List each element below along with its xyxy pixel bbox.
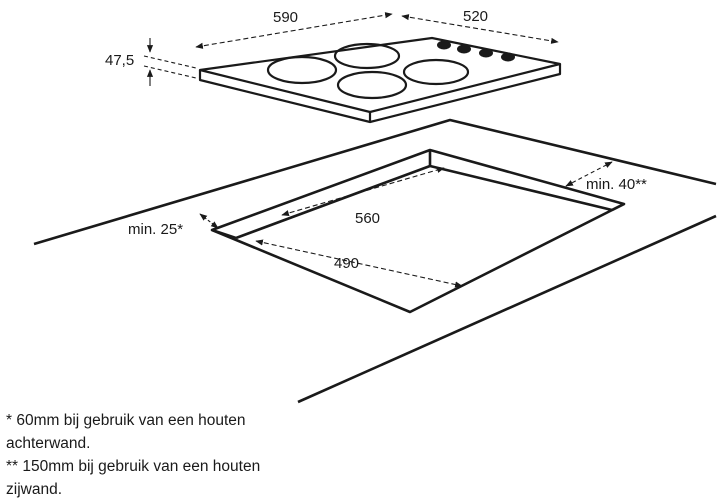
cooking-zone-front-left xyxy=(266,55,338,85)
cutout-inner-corner-left xyxy=(211,228,237,240)
cutout-outline xyxy=(210,148,626,314)
footnote-line: ** 150mm bij gebruik van een houten xyxy=(6,458,261,475)
worktop-back-edge xyxy=(33,118,717,246)
cutout-inner-corner-right xyxy=(611,202,625,212)
dimension-hob-height: 47,5 xyxy=(105,38,197,86)
cutout-width-label: 560 xyxy=(355,210,380,227)
cooking-zone-front xyxy=(336,70,408,100)
footnote-line: achterwand. xyxy=(6,435,91,452)
cooking-zone-right xyxy=(402,58,470,86)
knob-icon xyxy=(479,48,493,58)
hob xyxy=(198,36,562,124)
footnote-line: * 60mm bij gebruik van een houten xyxy=(6,412,246,429)
dimension-cutout-depth: 490 xyxy=(255,239,463,288)
dimension-hob-width: 590 xyxy=(195,9,393,49)
footnote-line: zijwand. xyxy=(6,481,62,498)
knob-icon xyxy=(457,44,471,54)
dimension-hob-depth: 520 xyxy=(401,8,559,44)
hob-side-edge xyxy=(369,64,562,124)
hob-height-label: 47,5 xyxy=(105,52,134,69)
cutout-depth-label: 490 xyxy=(334,255,359,272)
worktop-front-edge xyxy=(297,214,717,404)
dimension-cutout-width: 560 xyxy=(281,166,445,227)
knob-icon xyxy=(501,52,515,62)
footnotes: * 60mm bij gebruik van een houten achter… xyxy=(6,409,386,501)
cutout xyxy=(210,148,626,314)
hob-front-edge xyxy=(198,70,372,124)
control-knobs xyxy=(437,40,515,62)
hob-top-face xyxy=(198,36,562,114)
cutout-inner-wall-back xyxy=(235,164,613,240)
dimension-min-front: min. 25* xyxy=(128,213,219,238)
min-back-label: min. 40** xyxy=(586,176,647,193)
hob-depth-label: 520 xyxy=(463,8,488,25)
hob-width-label: 590 xyxy=(273,9,298,26)
min-front-label: min. 25* xyxy=(128,221,183,238)
knob-icon xyxy=(437,40,451,50)
worktop xyxy=(33,118,717,404)
dimension-min-back: min. 40** xyxy=(565,161,647,193)
